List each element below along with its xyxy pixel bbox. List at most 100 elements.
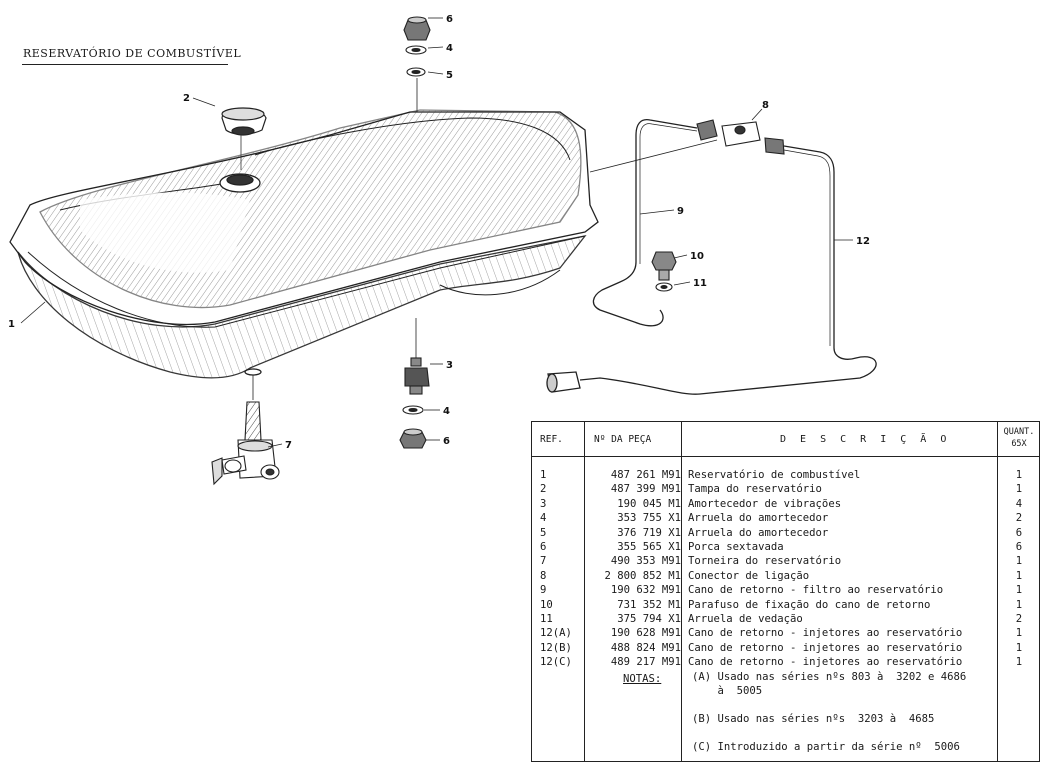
row-description: Conector de ligação xyxy=(688,569,810,582)
connector xyxy=(589,119,785,173)
row-quantity: 1 xyxy=(1015,469,1023,481)
row-ref: 1 xyxy=(540,469,547,481)
row-ref: 3 xyxy=(540,497,547,510)
return-pipe-9 xyxy=(592,119,698,327)
callout-8: 8 xyxy=(762,100,769,111)
note-a: (A) Usado nas séries nºs 803 à 3202 e 46… xyxy=(692,671,967,697)
row-part-number: 190 632 M91 xyxy=(610,584,681,597)
row-description: Arruela do amortecedor xyxy=(688,526,829,539)
row-ref: 7 xyxy=(540,555,547,568)
row-description: Torneira do reservatório xyxy=(688,555,842,568)
callout-6-bottom: 6 xyxy=(443,436,450,447)
row-part-number: 487 261 M91 xyxy=(610,469,681,481)
row-ref: 11 xyxy=(540,612,553,625)
row-description: Tampa do reservatório xyxy=(688,483,822,496)
row-part-number: 376 719 X1 xyxy=(617,526,681,539)
notes-label: NOTAS: xyxy=(623,673,662,685)
leader-lines xyxy=(20,17,853,448)
row-quantity: 1 xyxy=(1015,555,1023,568)
row-part-number: 190 628 M91 xyxy=(610,627,681,640)
note-c: (C) Introduzido a partir da série nº 500… xyxy=(692,741,960,753)
row-quantity: 4 xyxy=(1015,497,1023,510)
callout-2: 2 xyxy=(183,93,190,104)
row-part-number: 2 800 852 M1 xyxy=(604,569,681,582)
row-description: Reservatório de combustível xyxy=(688,469,861,481)
row-description: Cano de retorno - filtro ao reservatório xyxy=(688,584,944,597)
callout-7: 7 xyxy=(285,440,292,451)
header-quantity: QUANT. 65X xyxy=(1003,427,1035,449)
row-ref: 4 xyxy=(540,512,547,525)
page-title: RESERVATÓRIO DE COMBUSTÍVEL xyxy=(23,47,242,60)
row-quantity: 1 xyxy=(1015,656,1023,669)
title-underline xyxy=(22,64,228,65)
table-row: 11 375 794 X1 Arruela de vedação 2 xyxy=(532,612,1039,626)
callout-4-top: 4 xyxy=(446,43,453,54)
row-part-number: 353 755 X1 xyxy=(617,512,681,525)
table-body: 1 487 261 M91 Reservatório de combustível 1… xyxy=(532,468,1039,669)
callout-4-bottom: 4 xyxy=(443,406,450,417)
row-part-number: 487 399 M91 xyxy=(610,483,681,496)
row-part-number: 490 353 M91 xyxy=(610,555,681,568)
header-divider xyxy=(532,456,1039,457)
callout-9: 9 xyxy=(677,206,684,217)
bolt-and-washer xyxy=(651,251,677,292)
row-part-number: 375 794 X1 xyxy=(617,612,681,625)
table-row: 2 487 399 M91 Tampa do reservatório 1 xyxy=(532,482,1039,496)
row-ref: 2 xyxy=(540,483,547,496)
row-description: Amortecedor de vibrações xyxy=(688,497,842,510)
parts-table: REF. Nº DA PEÇA D E S C R I Ç Ã O QUANT.… xyxy=(531,421,1040,762)
table-row: 8 2 800 852 M1 Conector de ligação 1 xyxy=(532,569,1039,583)
row-ref: 5 xyxy=(540,526,547,539)
row-part-number: 489 217 M91 xyxy=(610,656,681,669)
return-pipes xyxy=(546,119,877,395)
header-description: D E S C R I Ç Ã O xyxy=(780,434,951,445)
table-row: 3 190 045 M1 Amortecedor de vibrações 4 xyxy=(532,497,1039,511)
table-row: 6 355 565 X1 Porca sextavada 6 xyxy=(532,540,1039,554)
drain-tap xyxy=(211,375,280,486)
header-part-number: Nº DA PEÇA xyxy=(594,434,652,445)
callout-11: 11 xyxy=(693,278,707,289)
row-quantity: 6 xyxy=(1015,526,1023,539)
table-row: 5 376 719 X1 Arruela do amortecedor 6 xyxy=(532,526,1039,540)
table-row: 12(B) 488 824 M91 Cano de retorno - injeto… xyxy=(532,641,1039,655)
row-quantity: 1 xyxy=(1015,627,1023,640)
row-ref: 8 xyxy=(540,569,547,582)
row-quantity: 1 xyxy=(1015,598,1023,611)
callout-5: 5 xyxy=(446,70,453,81)
row-quantity: 1 xyxy=(1015,584,1023,597)
callout-6-top: 6 xyxy=(446,14,453,25)
row-part-number: 488 824 M91 xyxy=(610,641,681,654)
callout-1: 1 xyxy=(8,319,15,330)
row-ref: 12(C) xyxy=(540,656,572,669)
row-quantity: 2 xyxy=(1015,612,1023,625)
filler-cap xyxy=(221,107,267,170)
row-part-number: 190 045 M1 xyxy=(617,497,681,510)
row-description: Porca sextavada xyxy=(688,540,784,553)
callout-10: 10 xyxy=(690,251,704,262)
row-quantity: 1 xyxy=(1015,483,1023,496)
row-description: Arruela de vedação xyxy=(688,612,803,625)
row-ref: 10 xyxy=(540,598,553,611)
row-ref: 12(A) xyxy=(540,627,572,640)
row-ref: 9 xyxy=(540,584,547,597)
row-quantity: 1 xyxy=(1015,641,1023,654)
note-b: (B) Usado nas séries nºs 3203 à 4685 xyxy=(692,713,935,725)
row-description: Cano de retorno - injetores ao reservató… xyxy=(688,627,963,640)
table-row: 7 490 353 M91 Torneira do reservatório 1 xyxy=(532,554,1039,568)
row-part-number: 355 565 X1 xyxy=(617,540,681,553)
table-row: 12(A) 190 628 M91 Cano de retorno - injeto… xyxy=(532,626,1039,640)
row-description: Cano de retorno - injetores ao reservató… xyxy=(688,641,963,654)
row-quantity: 6 xyxy=(1015,540,1023,553)
return-pipe-12 xyxy=(579,145,877,395)
row-description: Parafuso de fixação do cano de retorno xyxy=(688,598,931,611)
row-description: Arruela do amortecedor xyxy=(688,512,829,525)
row-ref: 6 xyxy=(540,540,547,553)
header-ref: REF. xyxy=(540,434,563,445)
row-quantity: 1 xyxy=(1015,569,1023,582)
top-mount-stack xyxy=(403,16,431,112)
fuel-tank xyxy=(9,109,599,379)
row-ref: 12(B) xyxy=(540,641,572,654)
callout-3: 3 xyxy=(446,360,453,371)
